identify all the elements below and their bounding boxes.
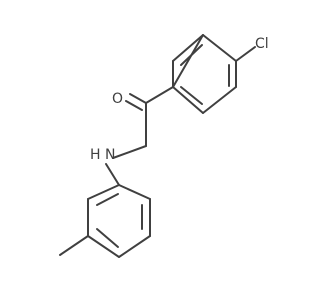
chlorine-label: Cl [255, 36, 269, 52]
bond [172, 34, 204, 88]
carbonyl-double-bond [129, 93, 147, 104]
methylphenyl-ring [87, 184, 151, 258]
oxygen-label: O [112, 91, 123, 107]
chlorophenyl-ring [172, 34, 237, 114]
molecule-structure-diagram: Cl O H N [59, 34, 269, 258]
bond [87, 184, 120, 200]
bond-methylene-to-nitrogen [112, 145, 147, 159]
bond-ring-to-carbonyl [145, 86, 174, 104]
bond [172, 86, 204, 114]
double-bond-inner [96, 193, 119, 206]
bond [172, 34, 204, 62]
bond [202, 34, 237, 62]
amine-label: H N [90, 147, 115, 163]
bond [118, 235, 151, 258]
bond [87, 235, 120, 258]
bond-ring-to-methyl [59, 235, 89, 256]
bond [118, 184, 151, 200]
carbonyl-double-bond [125, 100, 143, 111]
double-bond-inner [180, 44, 203, 66]
double-bond-inner [96, 228, 119, 248]
bond [202, 86, 237, 114]
bond-ring-to-chlorine [235, 46, 256, 62]
double-bond-inner [180, 86, 203, 105]
bond-nitrogen-to-ring [105, 163, 120, 186]
